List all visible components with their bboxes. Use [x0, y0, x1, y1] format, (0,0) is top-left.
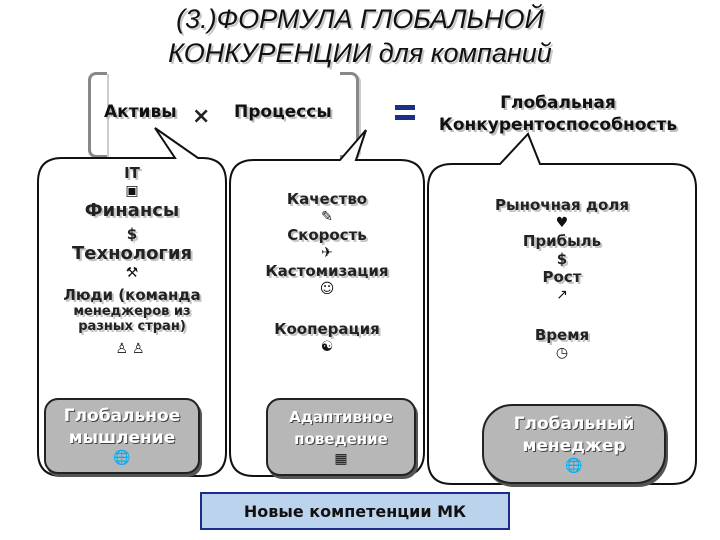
title-line-1: (3.)ФОРМУЛА ГЛОБАЛЬНОЙ — [176, 4, 544, 34]
assets-callout — [37, 127, 227, 477]
tools-icon: ⚒ — [125, 265, 139, 281]
assets-list: IT ▣ Финансы $ Технология ⚒ Люди (команд… — [40, 164, 224, 358]
assets-people-line-1: Люди (команда — [63, 286, 201, 304]
dollar-icon: $ — [556, 250, 568, 268]
result-time: Время — [534, 326, 590, 344]
quality-icon: ✎ — [321, 209, 333, 225]
global-thinking-box: Глобальное мышление 🌐 — [44, 398, 200, 474]
result-callout — [427, 132, 697, 485]
result-profit: Прибыль — [522, 232, 602, 250]
handshake-icon: ☯ — [320, 339, 334, 355]
result-growth: Рост — [542, 268, 582, 286]
processes-quality: Качество — [286, 190, 368, 208]
formula-result: Глобальная Конкурентоспособность — [428, 92, 688, 136]
global-manager-line-2: менеджер — [522, 436, 626, 456]
smiley-icon: ☺ — [319, 281, 335, 297]
processes-list: Качество ✎ Скорость ✈ Кастомизация ☺ Коо… — [232, 190, 422, 356]
assets-it: IT — [124, 164, 140, 182]
global-thinking-line-1: Глобальное — [63, 406, 181, 426]
assets-people-line-2: менеджеров из — [73, 304, 191, 319]
adaptive-behavior-box: Адаптивное поведение ▦ — [266, 398, 416, 476]
page-title: (3.)ФОРМУЛА ГЛОБАЛЬНОЙ КОНКУРЕНЦИИ для к… — [0, 2, 720, 70]
formula-assets: Активы — [104, 102, 177, 122]
new-competencies-box: Новые компетенции МК — [200, 492, 510, 530]
global-thinking-line-2: мышление — [68, 428, 176, 448]
formula-times: × — [192, 104, 211, 129]
arrow-up-right-icon: ↗ — [556, 287, 568, 303]
dollar-icon: $ — [126, 225, 138, 243]
people-icon: ♙♙ — [115, 341, 149, 357]
formula-processes: Процессы — [234, 102, 332, 122]
clock-icon: ◷ — [555, 345, 569, 361]
result-market-share: Рыночная доля — [495, 196, 629, 214]
adaptive-behavior-line-1: Адаптивное — [289, 408, 393, 426]
computer-icon: ▣ — [125, 183, 139, 199]
processes-cooperation: Кооперация — [274, 320, 380, 338]
moneybag-icon: ♥ — [555, 215, 569, 231]
result-list: Рыночная доля ♥ Прибыль $ Рост ↗ Время ◷ — [430, 196, 694, 362]
globe-icon: 🌐 — [113, 450, 131, 466]
processes-customization: Кастомизация — [265, 262, 389, 280]
equals-icon — [395, 105, 415, 121]
formula-result-line-1: Глобальная — [500, 93, 616, 113]
title-line-2: КОНКУРЕНЦИИ для компаний — [168, 38, 552, 68]
airplane-icon: ✈ — [321, 245, 333, 261]
adaptive-behavior-line-2: поведение — [294, 430, 388, 448]
assets-finance: Финансы — [84, 200, 180, 221]
global-manager-line-1: Глобальный — [513, 414, 635, 434]
grid-icon: ▦ — [334, 451, 348, 467]
global-manager-box: Глобальный менеджер 🌐 — [482, 404, 666, 484]
processes-speed: Скорость — [287, 226, 367, 244]
globe-icon: 🌐 — [565, 458, 583, 474]
assets-people-line-3: разных стран) — [78, 319, 186, 334]
assets-technology: Технология — [71, 243, 193, 264]
formula-result-line-2: Конкурентоспособность — [438, 115, 678, 135]
formula-left-bracket — [88, 72, 107, 158]
